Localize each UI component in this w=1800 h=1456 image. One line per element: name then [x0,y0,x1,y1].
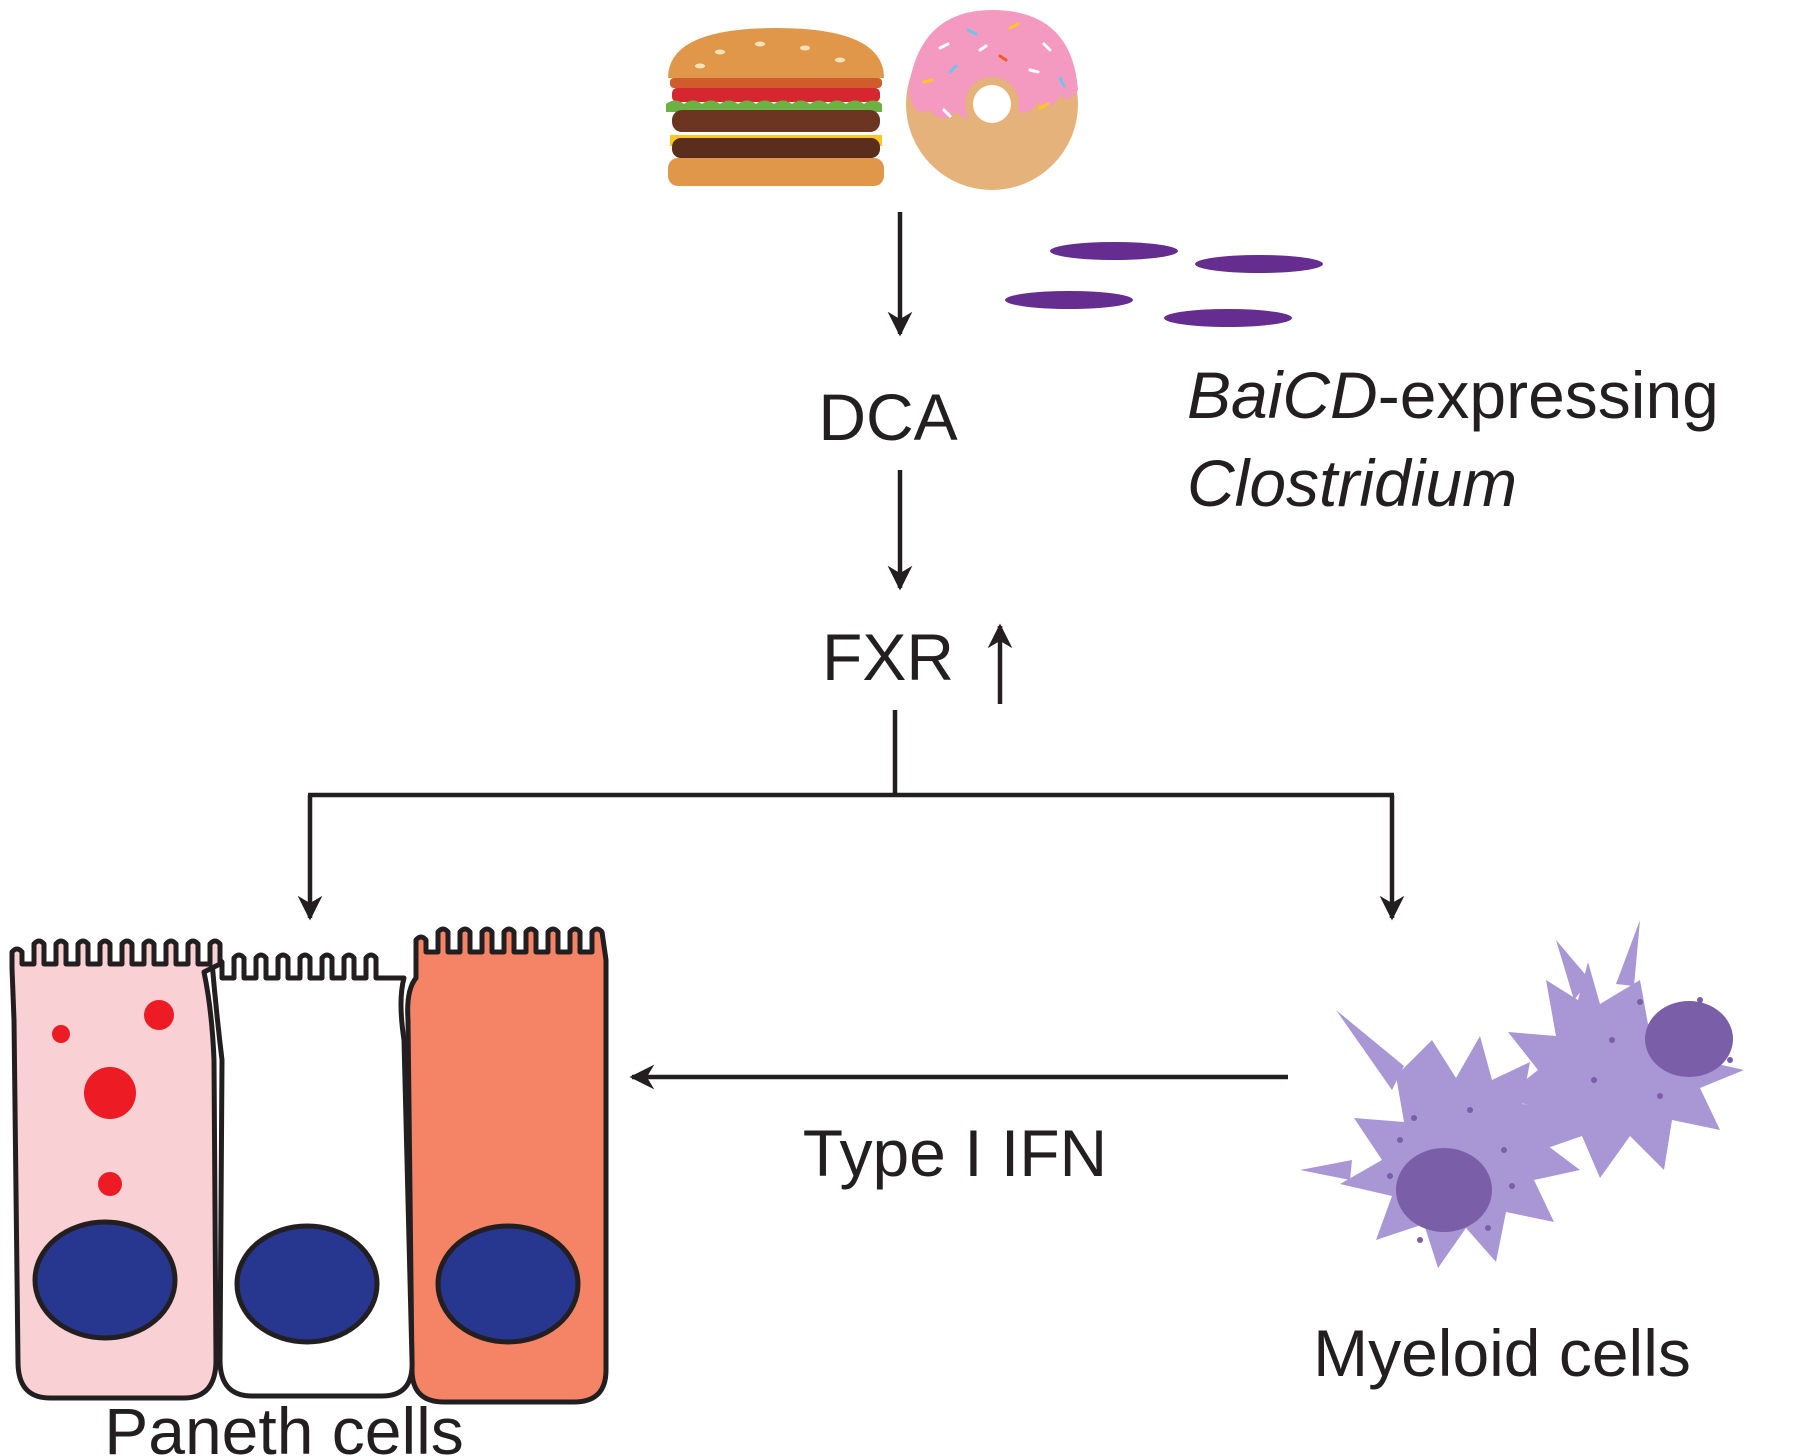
bacteria-gene-suffix: -expressing [1378,358,1719,432]
type-i-ifn-label: Type I IFN [803,1116,1107,1190]
myeloid-cells-label: Myeloid cells [1313,1316,1691,1390]
bacteria-gene-name: BaiCD [1187,358,1378,432]
myeloid-cell-back [1500,962,1744,1178]
bacteria-label-line2: Clostridium [1187,446,1517,520]
dca-label: DCA [818,380,957,454]
myeloid-cells-illustration [1300,920,1744,1268]
pathway-arrows [297,212,1405,1090]
paneth-cells-illustration [9,926,609,1405]
donut-icon [906,10,1078,190]
paneth-granules [52,1000,174,1196]
bacteria-label-line1: BaiCD-expressing [1187,358,1719,432]
cell-nuclei [32,1219,581,1345]
burger-icon [666,28,884,186]
paneth-cells-label: Paneth cells [104,1394,464,1456]
rod-bacteria-icon [1005,242,1323,327]
fxr-label: FXR [822,620,954,694]
